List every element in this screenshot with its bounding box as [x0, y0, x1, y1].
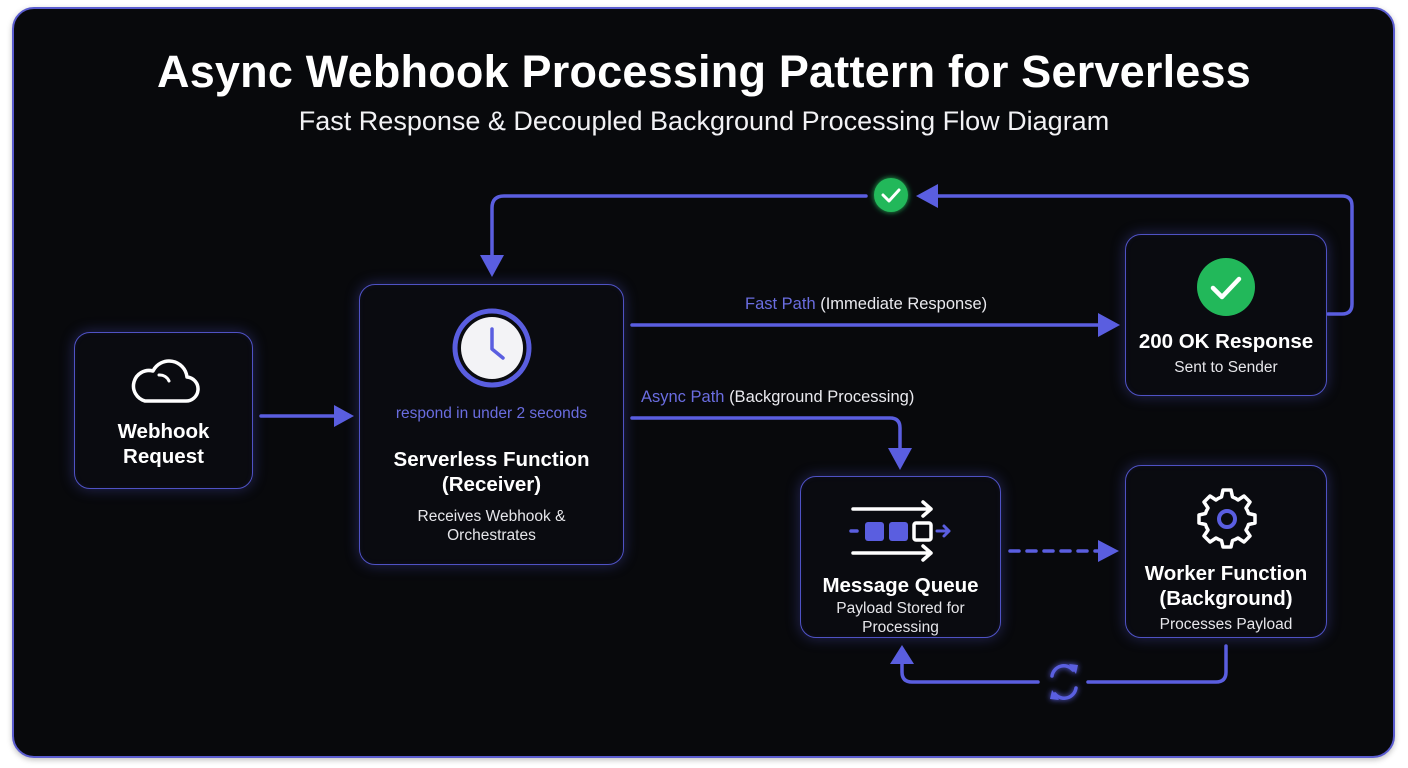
- arrowhead-async-path: [888, 448, 912, 470]
- fast-path-label-highlight: Fast Path: [745, 295, 816, 313]
- refresh-icon: [1050, 664, 1078, 700]
- node-ok-desc: Sent to Sender: [1174, 359, 1278, 376]
- response-time-note: respond in under 2 seconds: [395, 405, 588, 422]
- name-line: Webhook: [117, 420, 210, 443]
- edge-return-path-left: [490, 194, 868, 258]
- gear-icon: [1197, 488, 1257, 549]
- node-webhook-request[interactable]: Webhook Request: [74, 332, 253, 489]
- node-queue-name: Message Queue: [822, 574, 979, 597]
- queue-icon: [849, 500, 951, 562]
- node-receiver-desc: Receives Webhook & Orchestrates: [360, 507, 623, 545]
- diagram-subtitle: Fast Response & Decoupled Background Pro…: [298, 106, 1110, 136]
- edge-loop-left: [900, 662, 1040, 684]
- desc-line: Payload Stored for: [836, 600, 965, 617]
- arrowhead-fast-path: [1098, 313, 1120, 337]
- async-path-label: Async Path (Background Processing): [641, 388, 914, 407]
- name-line: (Background): [1159, 587, 1293, 610]
- node-worker-name: Worker Function (Background): [1126, 561, 1326, 611]
- node-serverless-receiver[interactable]: respond in under 2 seconds Serverless Fu…: [359, 284, 624, 565]
- check-circle-icon: [1197, 258, 1255, 316]
- node-200-ok-response[interactable]: 200 OK Response Sent to Sender: [1125, 234, 1327, 396]
- arrowhead-receiver-in: [334, 405, 354, 427]
- node-worker-desc: Processes Payload: [1159, 616, 1293, 633]
- node-message-queue[interactable]: Message Queue Payload Stored for Process…: [800, 476, 1001, 638]
- name-line: (Receiver): [441, 473, 542, 496]
- edge-loop-right: [1086, 644, 1228, 684]
- arrowhead-loop-up: [890, 645, 914, 664]
- cloud-icon: [131, 359, 200, 403]
- desc-line: Processing: [862, 619, 939, 636]
- name-line: Serverless Function: [393, 448, 590, 471]
- name-line: Request: [123, 445, 204, 468]
- arrowhead-queue-to-worker: [1098, 540, 1119, 562]
- fast-path-label: Fast Path (Immediate Response): [745, 295, 987, 314]
- desc-line: Receives Webhook &: [417, 508, 566, 525]
- async-path-label-rest: (Background Processing): [729, 388, 915, 406]
- node-receiver-name: Serverless Function (Receiver): [360, 447, 623, 497]
- node-queue-desc: Payload Stored for Processing: [801, 599, 1000, 637]
- name-line: Worker Function: [1144, 562, 1308, 585]
- clock-icon: [452, 308, 532, 388]
- node-worker-function[interactable]: Worker Function (Background) Processes P…: [1125, 465, 1327, 638]
- edge-return-path-right: [936, 194, 1354, 316]
- return-check-icon: [874, 178, 908, 212]
- desc-line: Orchestrates: [447, 527, 536, 544]
- node-webhook-request-name: Webhook Request: [75, 419, 252, 469]
- async-path-label-highlight: Async Path: [641, 388, 725, 406]
- fast-path-label-rest: (Immediate Response): [820, 295, 988, 313]
- diagram-title: Async Webhook Processing Pattern for Ser…: [157, 46, 1251, 97]
- arrowhead-return-left: [916, 184, 938, 208]
- edge-async-path: [630, 416, 902, 454]
- node-ok-name: 200 OK Response: [1138, 330, 1314, 353]
- arrowhead-return-down: [480, 255, 504, 277]
